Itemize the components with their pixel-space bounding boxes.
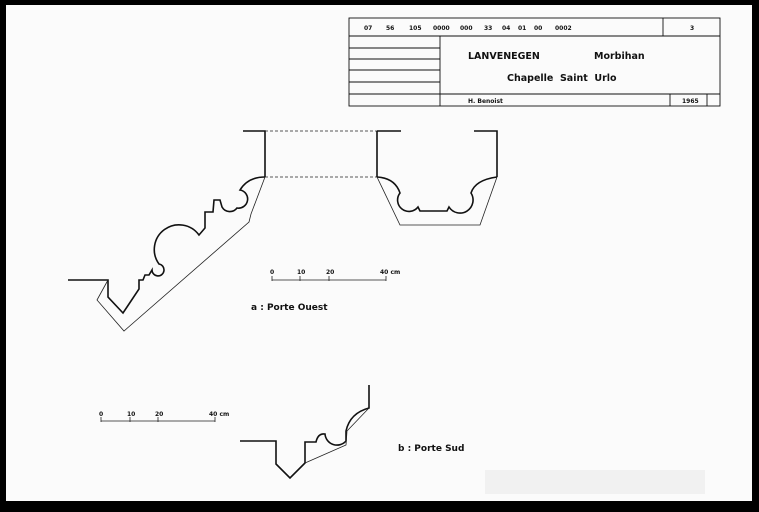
scale-tick: 10	[127, 411, 135, 418]
scale-tick: 20	[155, 411, 163, 418]
author: H. Benoist	[468, 98, 503, 105]
label-porte-sud: b : Porte Sud	[398, 444, 464, 454]
year: 1965	[682, 98, 699, 105]
code-1: 56	[386, 25, 394, 32]
handwritten-smudge	[485, 470, 705, 494]
label-porte-ouest: a : Porte Ouest	[251, 303, 328, 313]
profile-porte-ouest	[68, 130, 498, 332]
code-9: 0002	[555, 25, 572, 32]
scale-tick: 40 cm	[380, 269, 400, 276]
code-5: 33	[484, 25, 492, 32]
code-6: 04	[502, 25, 510, 32]
building-name: Chapelle Saint Urlo	[507, 73, 617, 84]
title-block	[348, 17, 721, 107]
sheet-number: 3	[690, 25, 694, 32]
code-0: 07	[364, 25, 372, 32]
profile-porte-sud	[240, 385, 370, 480]
scale-tick: 40 cm	[209, 411, 229, 418]
code-4: 000	[460, 25, 473, 32]
code-8: 00	[534, 25, 542, 32]
code-2: 105	[409, 25, 422, 32]
scale-bar-b: 0 10 20 40 cm	[99, 411, 229, 422]
commune: LANVENEGEN	[468, 51, 540, 62]
scale-tick: 20	[326, 269, 334, 276]
code-row: 07 56 105 0000 000 33 04 01 00 0002	[364, 25, 572, 32]
scale-tick: 10	[297, 269, 305, 276]
scale-bar-a: 0 10 20 40 cm	[270, 269, 400, 281]
scale-tick: 0	[99, 411, 103, 418]
department: Morbihan	[594, 51, 645, 62]
code-3: 0000	[433, 25, 450, 32]
code-7: 01	[518, 25, 526, 32]
scale-tick: 0	[270, 269, 274, 276]
